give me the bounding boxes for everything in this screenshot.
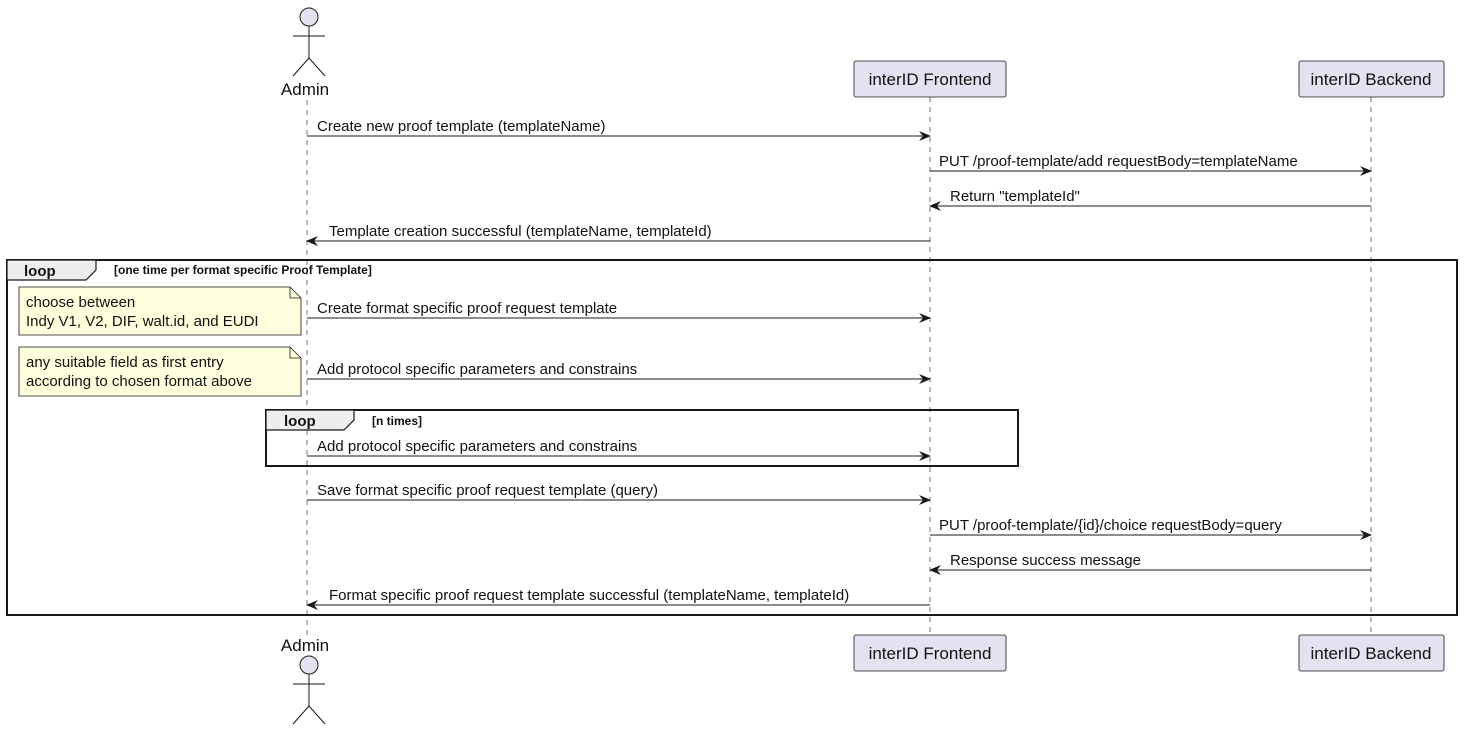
frontend-label: interID Frontend	[869, 70, 992, 89]
actor-icon	[292, 7, 326, 77]
inner-loop-label: loop	[284, 413, 316, 430]
note-line: according to chosen format above	[26, 373, 252, 390]
admin-actor-bottom: Admin	[281, 636, 329, 725]
message-create-template: Create new proof template (templateName)	[307, 118, 931, 141]
note-choose-format: choose between Indy V1, V2, DIF, walt.id…	[18, 286, 302, 336]
admin-actor-top: Admin	[281, 7, 329, 99]
message-return-templateid: Return "templateId"	[929, 188, 1371, 211]
inner-loop-condition: [n times]	[372, 414, 422, 428]
admin-label: Admin	[281, 636, 329, 655]
note-line: any suitable field as first entry	[26, 354, 224, 371]
backend-label: interID Backend	[1311, 70, 1432, 89]
note-line: choose between	[26, 294, 135, 311]
message-label: Add protocol specific parameters and con…	[317, 361, 637, 378]
message-response-success: Response success message	[929, 552, 1371, 575]
outer-loop-frame: loop [one time per format specific Proof…	[6, 259, 1458, 616]
frontend-participant-bottom: interID Frontend	[853, 634, 1007, 672]
message-add-parameters: Add protocol specific parameters and con…	[307, 361, 931, 384]
message-label: Add protocol specific parameters and con…	[317, 438, 637, 455]
message-label: Return "templateId"	[950, 188, 1080, 205]
frontend-label: interID Frontend	[869, 644, 992, 663]
message-label: PUT /proof-template/{id}/choice requestB…	[939, 517, 1282, 534]
message-label: Template creation successful (templateNa…	[329, 223, 712, 240]
message-label: Save format specific proof request templ…	[317, 482, 658, 499]
message-format-template-successful: Format specific proof request template s…	[306, 587, 930, 610]
message-label: Create new proof template (templateName)	[317, 118, 605, 135]
message-put-add: PUT /proof-template/add requestBody=temp…	[930, 153, 1372, 176]
frontend-participant-top: interID Frontend	[853, 60, 1007, 98]
backend-participant-top: interID Backend	[1298, 60, 1445, 98]
message-label: PUT /proof-template/add requestBody=temp…	[939, 153, 1298, 170]
message-creation-successful: Template creation successful (templateNa…	[306, 223, 930, 246]
actor-icon	[292, 655, 326, 725]
admin-label: Admin	[281, 80, 329, 99]
backend-participant-bottom: interID Backend	[1298, 634, 1445, 672]
inner-loop-frame: loop [n times]	[265, 409, 1019, 467]
note-first-entry: any suitable field as first entry accord…	[18, 346, 302, 397]
backend-label: interID Backend	[1311, 644, 1432, 663]
message-label: Response success message	[950, 552, 1141, 569]
message-put-choice: PUT /proof-template/{id}/choice requestB…	[930, 517, 1372, 540]
message-add-parameters-loop: Add protocol specific parameters and con…	[307, 438, 931, 461]
message-create-format-template: Create format specific proof request tem…	[307, 300, 931, 323]
outer-loop-label: loop	[24, 263, 56, 280]
message-save-template: Save format specific proof request templ…	[307, 482, 931, 505]
note-line: Indy V1, V2, DIF, walt.id, and EUDI	[26, 313, 259, 330]
outer-loop-condition: [one time per format specific Proof Temp…	[114, 263, 372, 277]
message-label: Create format specific proof request tem…	[317, 300, 617, 317]
message-label: Format specific proof request template s…	[329, 587, 849, 604]
